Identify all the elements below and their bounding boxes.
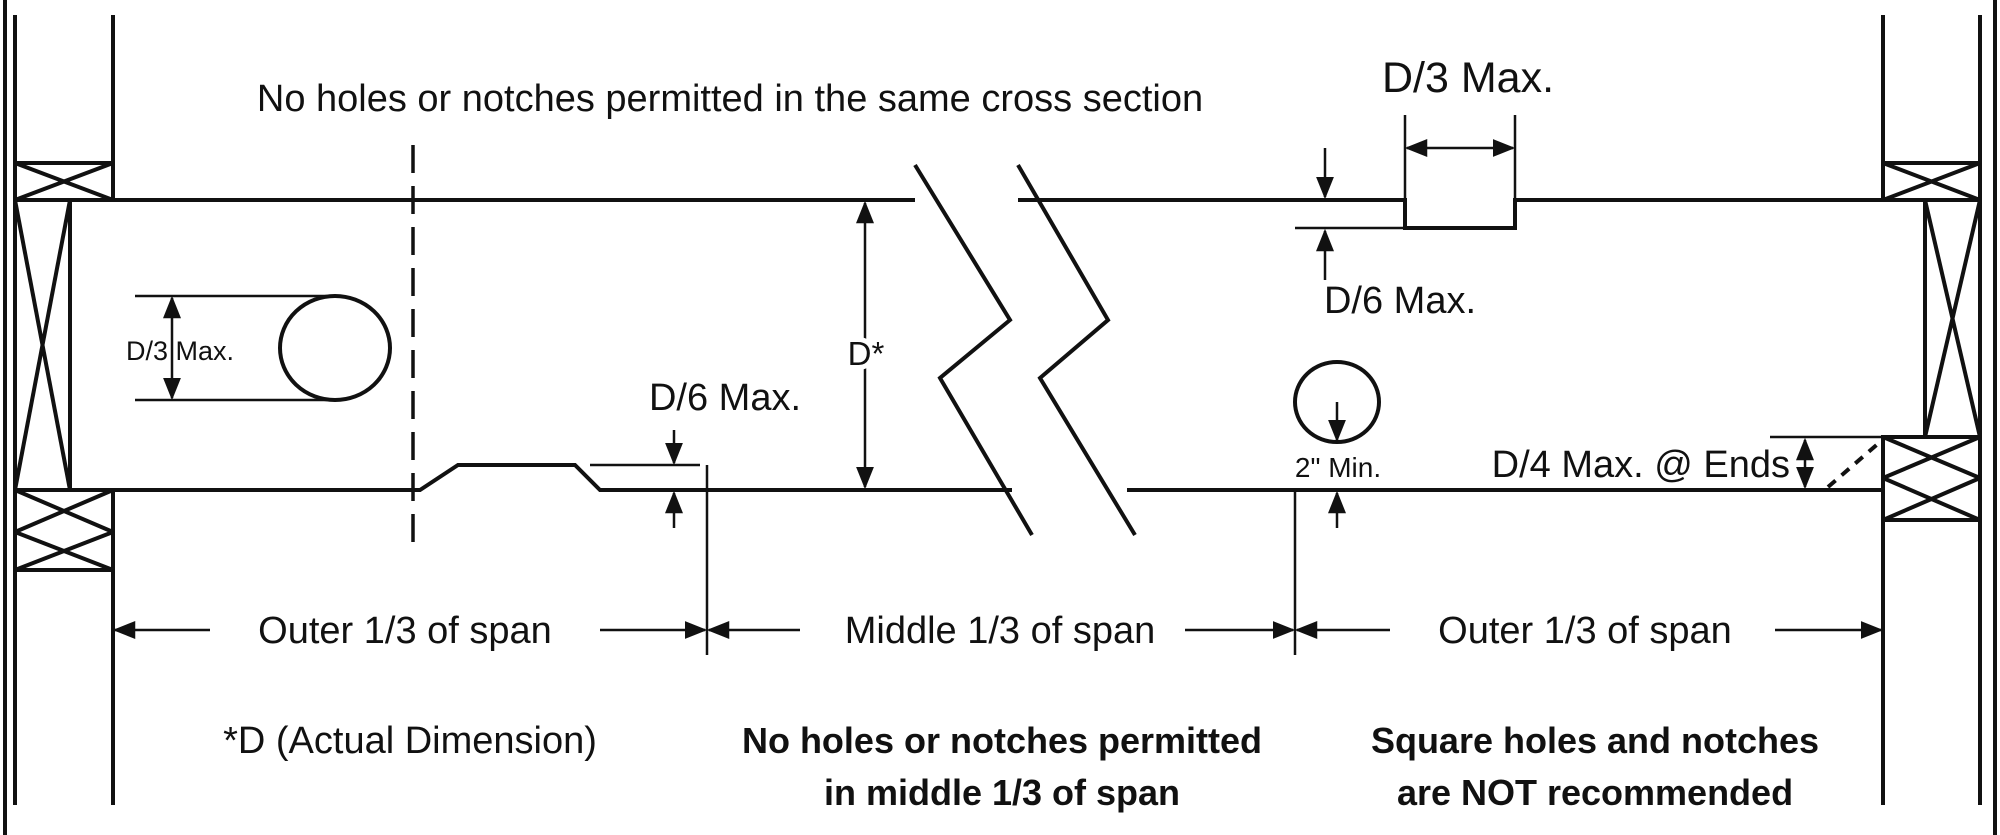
d3-max-hole-label: D/3 Max. bbox=[126, 336, 234, 366]
outer-span-left-label: Outer 1/3 of span bbox=[258, 610, 552, 652]
break-line-right bbox=[1016, 163, 1137, 537]
top-note: No holes or notches permitted in the sam… bbox=[257, 78, 1203, 120]
d4-max-ends-label: D/4 Max. @ Ends bbox=[1492, 444, 1790, 486]
break-line-left bbox=[913, 163, 1034, 537]
footnote-actual-dimension: *D (Actual Dimension) bbox=[223, 720, 597, 762]
d6-max-notch-label: D/6 Max. bbox=[649, 377, 801, 419]
square-note-line2: are NOT recommended bbox=[1397, 772, 1793, 813]
d-star-label: D* bbox=[848, 335, 885, 372]
square-note-line1: Square holes and notches bbox=[1371, 720, 1819, 761]
joist bbox=[68, 198, 1927, 492]
d6-max-top-label: D/6 Max. bbox=[1324, 280, 1476, 322]
round-hole-left bbox=[278, 294, 392, 402]
outer-span-right-label: Outer 1/3 of span bbox=[1438, 610, 1732, 652]
middle-span-label: Middle 1/3 of span bbox=[845, 610, 1156, 652]
middle-note-line2: in middle 1/3 of span bbox=[824, 772, 1180, 813]
two-inch-min-label: 2" Min. bbox=[1295, 452, 1381, 483]
right-wall bbox=[1881, 15, 1982, 805]
d3-max-top-label: D/3 Max. bbox=[1382, 54, 1554, 102]
left-wall bbox=[13, 15, 115, 805]
middle-note-line1: No holes or notches permitted bbox=[742, 720, 1262, 761]
